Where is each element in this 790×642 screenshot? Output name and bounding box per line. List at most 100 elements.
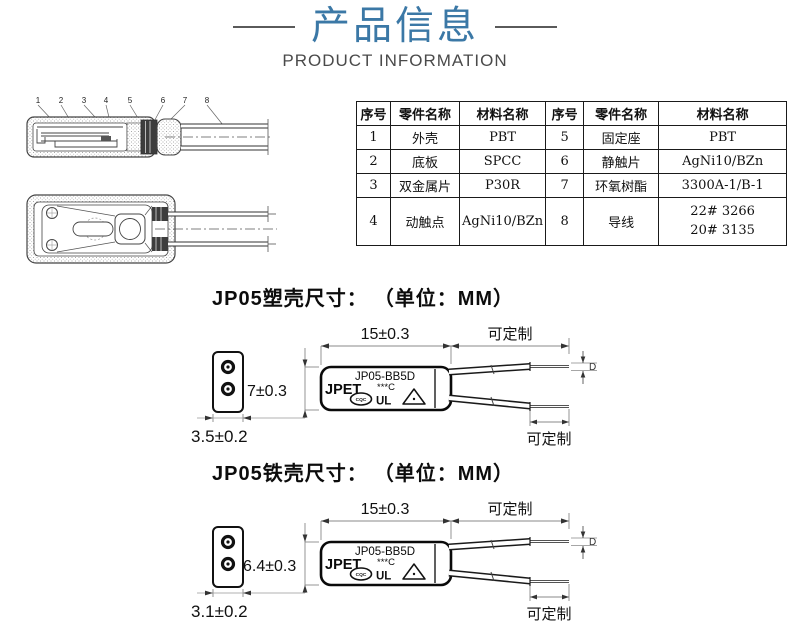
cell: PBT: [658, 125, 788, 150]
cell: 底板: [390, 149, 460, 174]
title-divider-right: [495, 26, 557, 29]
iron-width-label: 15±0.3: [361, 501, 410, 518]
callout-8: 8: [205, 96, 210, 105]
plastic-wires: [448, 362, 569, 411]
callout-7: 7: [183, 96, 188, 105]
iron-width-dim: 15±0.3: [320, 501, 452, 540]
page-header: 产品信息 PRODUCT INFORMATION: [0, 5, 790, 71]
cell: 4: [356, 197, 391, 246]
callout-3: 3: [82, 96, 87, 105]
iron-wire-diameter-dim: D: [571, 526, 597, 559]
iron-lead-top-label: 可定制: [487, 501, 532, 518]
cqc-logo-text: CQC: [356, 397, 367, 403]
iron-heading-text: JP05铁壳尺寸：: [212, 463, 368, 485]
crimp-top: [152, 207, 168, 221]
plastic-pin-pitch-dim: 3.5±0.2: [191, 414, 305, 446]
plastic-device-body: JPET JP05-BB5D ***C CQC UL: [319, 365, 453, 412]
header-cell: 材料名称: [658, 101, 788, 126]
title-divider-left: [232, 26, 295, 29]
cell: 6: [545, 149, 585, 174]
plastic-diameter-label: D: [589, 362, 596, 373]
plastic-pin-pitch-label: 3.5±0.2: [191, 427, 248, 446]
slot: [72, 221, 114, 237]
plastic-height-dim: 7±0.3: [247, 348, 319, 418]
model-label: JP05-BB5D: [355, 371, 415, 383]
cell: 静触片: [583, 149, 660, 174]
plastic-lead-bottom-label: 可定制: [526, 431, 571, 448]
parts-material-table: 序号 零件名称 材料名称 序号 零件名称 材料名称 1 外壳 PBT 5 固定座…: [356, 101, 788, 246]
page-title: 产品信息: [310, 5, 479, 48]
iron-wires: [448, 537, 569, 586]
cell: PBT: [458, 125, 547, 150]
temp-rating-label: ***C: [377, 382, 395, 393]
cell: 固定座: [583, 125, 660, 150]
cell: AgNi10/BZn: [658, 149, 788, 174]
iron-height-label: 6.4±0.3: [243, 558, 296, 575]
header-cell: 零件名称: [390, 101, 460, 126]
plastic-unit-text: （单位：MM）: [383, 288, 515, 310]
cert-triangle-icon: [402, 388, 426, 405]
cell: 8: [545, 197, 585, 246]
header-cell: 零件名称: [583, 101, 660, 126]
table-header-row: 序号 零件名称 材料名称 序号 零件名称 材料名称: [356, 101, 788, 126]
plastic-section-heading: JP05塑壳尺寸：（单位：MM）: [212, 282, 514, 311]
callout-6: 6: [161, 96, 166, 105]
title-row: 产品信息: [0, 5, 790, 49]
iron-lead-top-dim: 可定制: [451, 501, 570, 529]
plastic-lead-top-dim: 可定制: [451, 326, 570, 354]
structure-lines: [56, 205, 153, 253]
plastic-width-dim: 15±0.3: [320, 326, 452, 365]
epoxy-seal: [126, 122, 142, 152]
header-cell: 序号: [545, 101, 585, 126]
cell: 环氧树酯: [583, 173, 660, 198]
page-subtitle: PRODUCT INFORMATION: [282, 50, 508, 70]
cell: 22# 3266 20# 3135: [658, 197, 788, 246]
side-view-wires: [165, 119, 273, 155]
temp-rating-label: ***C: [377, 557, 395, 568]
model-label: JP05-BB5D: [355, 546, 415, 558]
cell: AgNi10/BZn: [458, 197, 547, 246]
cell: 2: [356, 149, 391, 174]
callout-5: 5: [128, 96, 133, 105]
table-row: 1 外壳 PBT 5 固定座 PBT: [356, 125, 788, 150]
iron-pin-pitch-label: 3.1±0.2: [191, 602, 248, 621]
internal-mechanism: [36, 126, 123, 148]
brand-label: JPET: [325, 557, 361, 573]
cell: 导线: [583, 197, 660, 246]
cell: SPCC: [458, 149, 547, 174]
iron-end-view: [212, 526, 244, 588]
callout-numbers: 1 2 3 4 5 6 7 8: [36, 96, 210, 105]
cell: 5: [545, 125, 585, 150]
brand-label: JPET: [325, 382, 361, 398]
iron-lead-bottom-dim: 可定制: [526, 584, 572, 623]
crimp-bottom: [152, 237, 168, 251]
iron-height-dim: 6.4±0.3: [243, 523, 319, 593]
cqc-logo-icon: [349, 567, 373, 581]
side-section-view: [26, 116, 273, 158]
header-cell: 序号: [356, 101, 391, 126]
cell: 3300A-1/B-1: [658, 173, 788, 198]
plastic-lead-top-label: 可定制: [487, 326, 532, 343]
crimp-section: [140, 119, 158, 155]
plastic-wire-diameter-dim: D: [571, 351, 597, 384]
table-row: 4 动触点 AgNi10/BZn 8 导线 22# 3266 20# 3135: [356, 197, 788, 246]
iron-device-body: JPET JP05-BB5D ***C CQC UL: [319, 540, 453, 587]
rivet-holes: [46, 207, 58, 251]
callout-4: 4: [104, 96, 109, 105]
table-row: 3 双金属片 P30R 7 环氧树酯 3300A-1/B-1: [356, 173, 788, 198]
cqc-logo-text: CQC: [356, 572, 367, 578]
cell: 动触点: [390, 197, 460, 246]
cell: 双金属片: [390, 173, 460, 198]
ul-logo-icon: UL: [376, 571, 391, 583]
iron-dimension-diagram: 3.1±0.2 6.4±0.3 JPET JP05-BB5D ***C CQC …: [191, 501, 597, 623]
iron-pin-pitch-dim: 3.1±0.2: [191, 589, 305, 621]
plan-view-wires: [155, 206, 277, 252]
plastic-lead-bottom-dim: 可定制: [526, 409, 572, 448]
cell: 7: [545, 173, 585, 198]
plastic-end-view: [212, 351, 244, 413]
iron-unit-text: （单位：MM）: [383, 463, 515, 485]
iron-diameter-label: D: [589, 537, 596, 548]
cert-triangle-icon: [402, 563, 426, 580]
cell: 1: [356, 125, 391, 150]
